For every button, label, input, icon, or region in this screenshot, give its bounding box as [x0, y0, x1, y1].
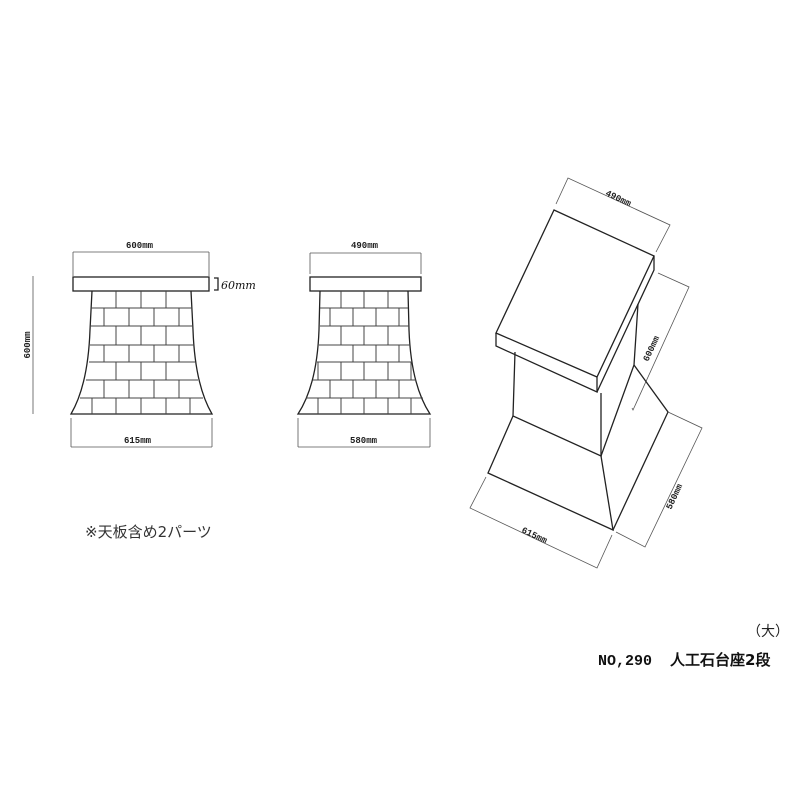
size-label: （大） — [747, 624, 789, 640]
front-top-thickness-label: 60mm — [221, 279, 256, 292]
side-view: 490mm 580mm — [296, 241, 432, 448]
side-base-width-label: 580mm — [350, 436, 378, 446]
product-name: 人工石台座2段 — [670, 651, 771, 669]
front-height-label: 600mm — [23, 331, 33, 359]
front-base-width-label: 615mm — [124, 436, 152, 446]
iso-base-depth-label: 580mm — [665, 482, 686, 511]
iso-top-depth-label: 490mm — [604, 189, 633, 210]
iso-height-label: 600mm — [642, 334, 663, 363]
product-number: NO,290 — [598, 653, 653, 670]
side-top-width-label: 490mm — [351, 241, 379, 251]
iso-base-width-label: 615mm — [520, 526, 549, 547]
front-top-width-label: 600mm — [126, 241, 154, 251]
iso-view: 490mm 600mm 580mm 615mm — [469, 177, 703, 569]
product-title: NO,290 人工石台座2段 — [598, 649, 770, 670]
parts-note: ※天板含め2パーツ — [85, 523, 212, 541]
front-view: 600mm 60mm 600mm — [23, 241, 256, 448]
